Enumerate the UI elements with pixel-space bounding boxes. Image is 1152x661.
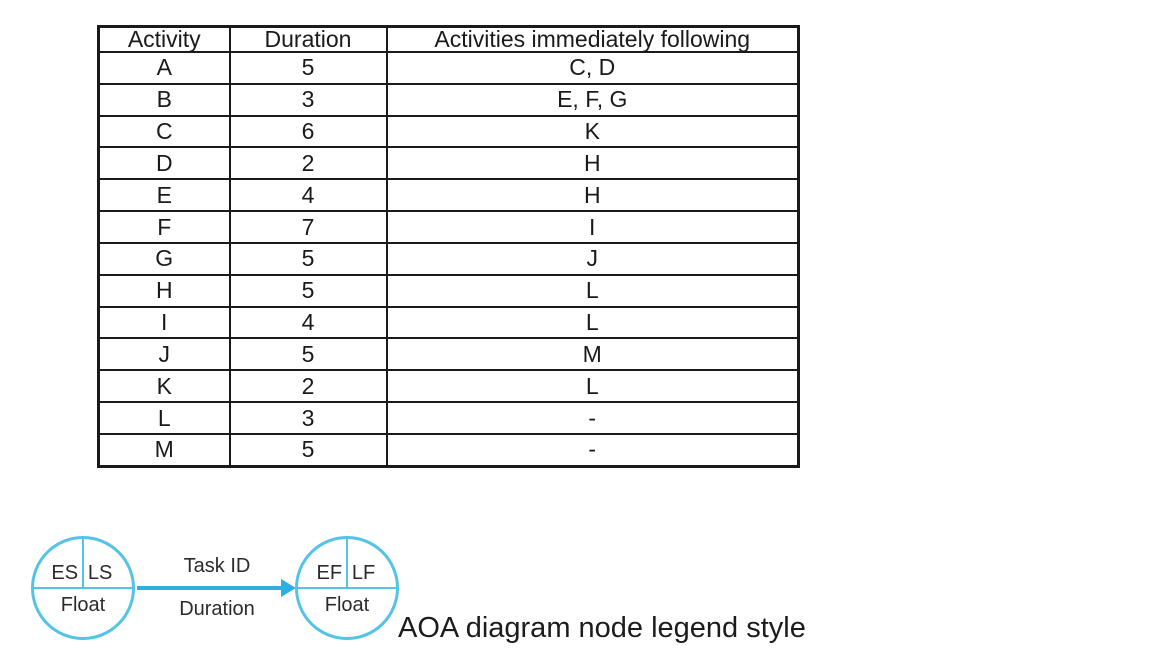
table-row: J 5 M — [97, 337, 800, 372]
activity-cell: D — [97, 146, 231, 181]
following-cell: C, D — [385, 51, 800, 85]
aoa-start-node: ES LS Float — [31, 536, 135, 640]
float-label: Float — [324, 593, 370, 616]
duration-cell: 5 — [228, 432, 388, 468]
duration-cell: 5 — [228, 241, 388, 276]
following-cell: H — [385, 146, 800, 181]
node-vertical-divider — [82, 539, 84, 588]
task-id-label: Task ID — [183, 555, 251, 577]
table-row: H 5 L — [97, 273, 800, 308]
table-row: B 3 E, F, G — [97, 82, 800, 117]
table-row: A 5 C, D — [97, 51, 800, 85]
table-row: L 3 - — [97, 401, 800, 435]
activity-precedence-table: Activity Duration Activities immediately… — [97, 25, 800, 468]
table-row: F 7 I — [97, 210, 800, 244]
duration-cell: 3 — [228, 401, 388, 435]
table-row: I 4 L — [97, 305, 800, 340]
task-arrow-shaft — [137, 586, 283, 590]
activity-cell: K — [97, 369, 231, 404]
duration-cell: 7 — [228, 210, 388, 244]
activity-cell: I — [97, 305, 231, 340]
following-cell: J — [385, 241, 800, 276]
column-header-activity: Activity — [97, 25, 231, 53]
activity-cell: G — [97, 241, 231, 276]
following-cell: E, F, G — [385, 82, 800, 117]
activity-cell: J — [97, 337, 231, 372]
duration-cell: 5 — [228, 337, 388, 372]
following-cell: L — [385, 369, 800, 404]
activity-cell: A — [97, 51, 231, 85]
following-cell: L — [385, 305, 800, 340]
activity-cell: B — [97, 82, 231, 117]
following-cell: - — [385, 401, 800, 435]
node-horizontal-divider — [34, 587, 132, 589]
table-header-row: Activity Duration Activities immediately… — [97, 25, 800, 53]
late-start-label: LS — [87, 562, 113, 585]
aoa-end-node: EF LF Float — [295, 536, 399, 640]
following-cell: I — [385, 210, 800, 244]
activity-cell: C — [97, 114, 231, 149]
table-row: C 6 K — [97, 114, 800, 149]
early-finish-label: EF — [316, 562, 343, 585]
following-cell: K — [385, 114, 800, 149]
following-cell: - — [385, 432, 800, 468]
table-row: D 2 H — [97, 146, 800, 181]
column-header-duration: Duration — [228, 25, 388, 53]
duration-cell: 5 — [228, 51, 388, 85]
early-start-label: ES — [51, 562, 79, 585]
activity-cell: F — [97, 210, 231, 244]
following-cell: M — [385, 337, 800, 372]
duration-cell: 2 — [228, 146, 388, 181]
duration-cell: 4 — [228, 305, 388, 340]
duration-cell: 3 — [228, 82, 388, 117]
late-finish-label: LF — [351, 562, 376, 585]
duration-cell: 2 — [228, 369, 388, 404]
table-row: K 2 L — [97, 369, 800, 404]
table-row: E 4 H — [97, 178, 800, 213]
duration-cell: 5 — [228, 273, 388, 308]
following-cell: H — [385, 178, 800, 213]
activity-cell: E — [97, 178, 231, 213]
column-header-following: Activities immediately following — [385, 25, 800, 53]
float-label: Float — [60, 593, 106, 616]
following-cell: L — [385, 273, 800, 308]
activity-cell: M — [97, 432, 231, 468]
node-horizontal-divider — [298, 587, 396, 589]
node-vertical-divider — [346, 539, 348, 588]
activity-cell: H — [97, 273, 231, 308]
duration-cell: 4 — [228, 178, 388, 213]
duration-cell: 6 — [228, 114, 388, 149]
activity-cell: L — [97, 401, 231, 435]
duration-label: Duration — [179, 598, 255, 620]
table-row: M 5 - — [97, 432, 800, 468]
legend-caption: AOA diagram node legend style — [398, 612, 806, 644]
table-row: G 5 J — [97, 241, 800, 276]
task-arrow-head-icon — [281, 579, 296, 597]
